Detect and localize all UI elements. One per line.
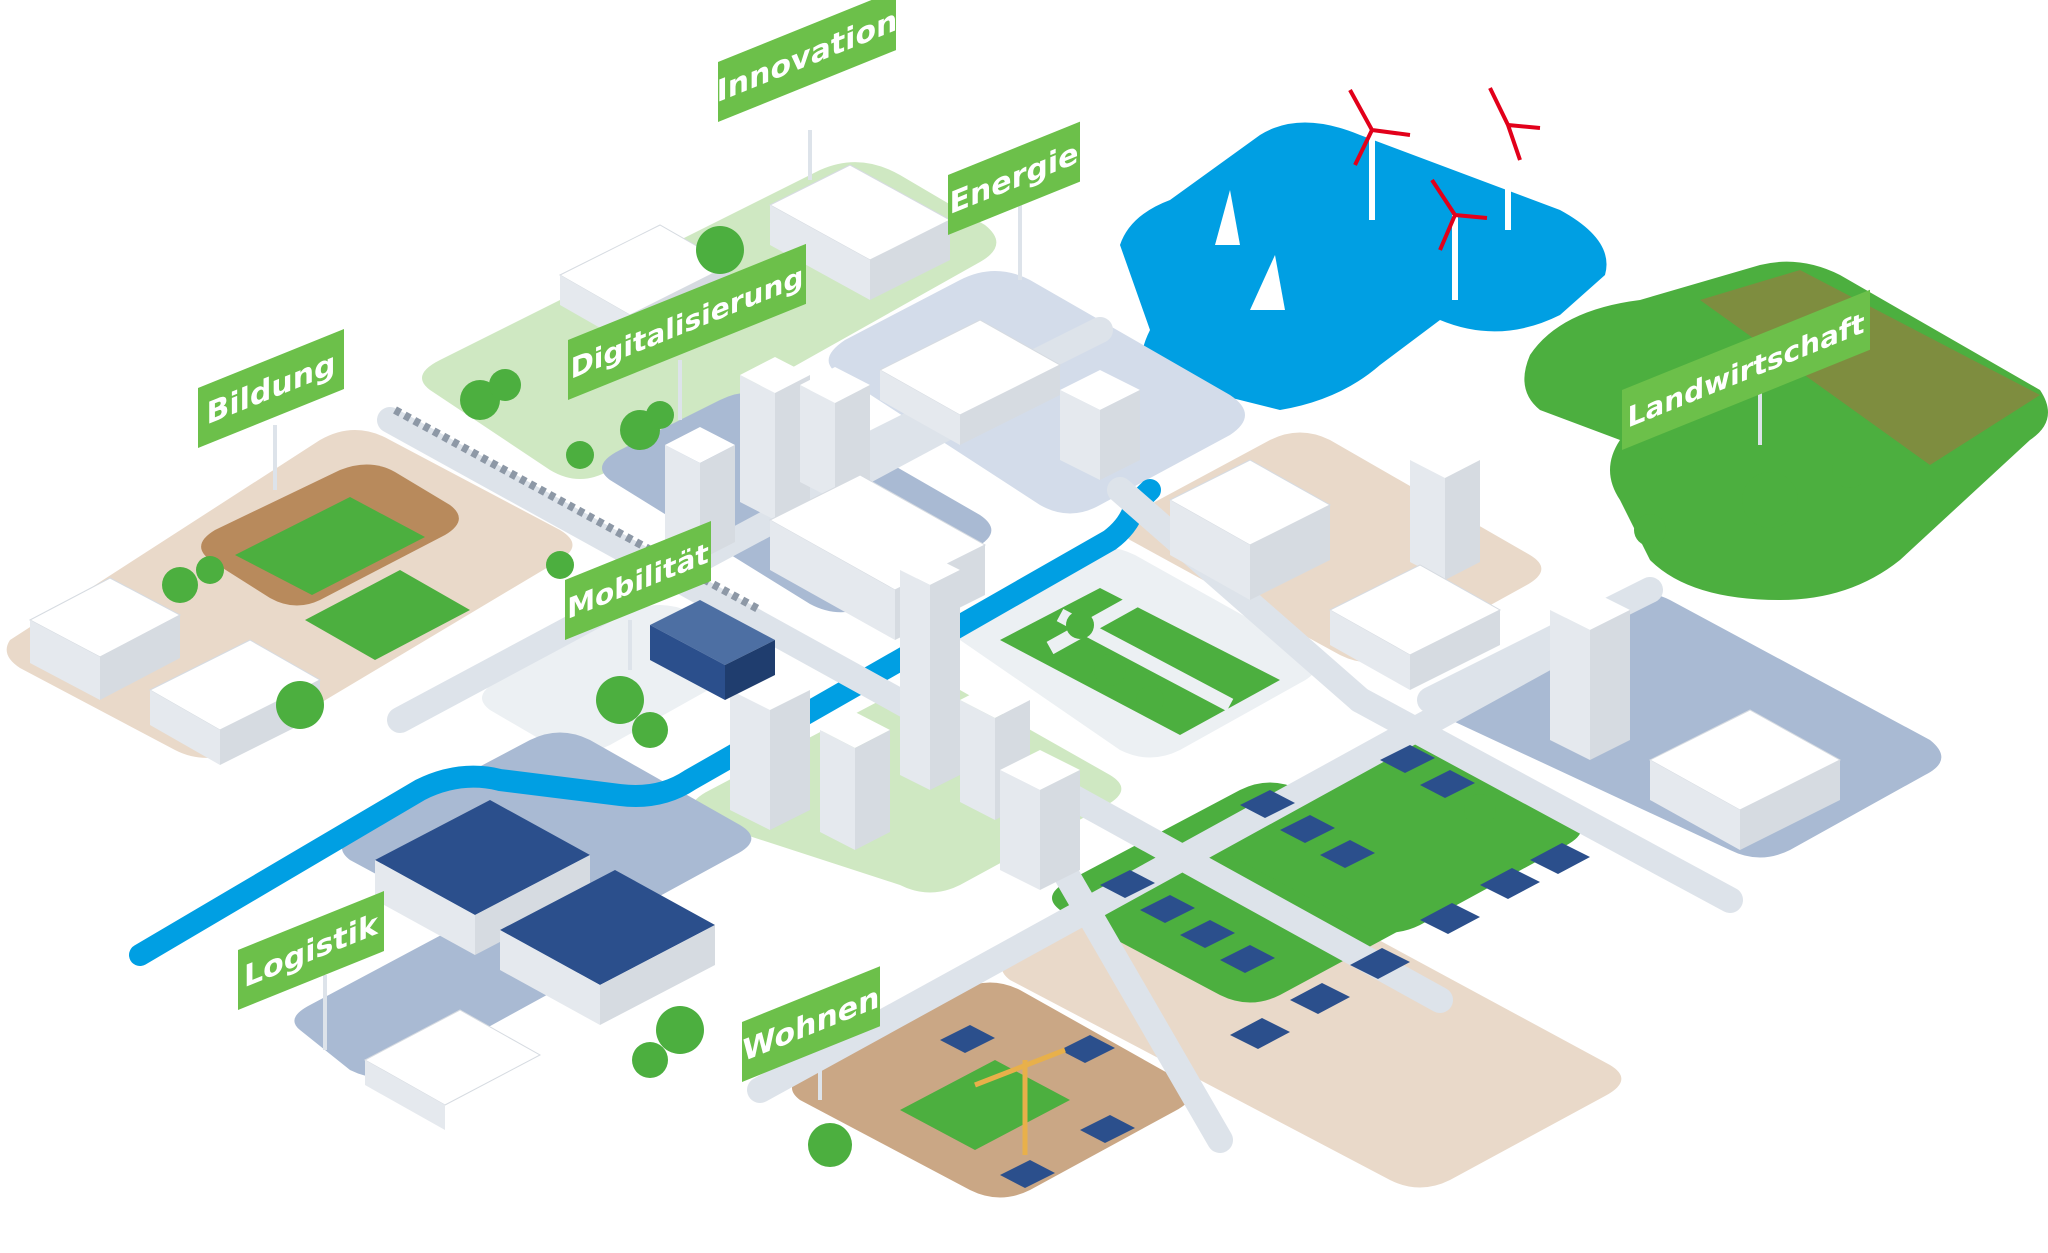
tower-1: [740, 357, 810, 520]
school-building: [28, 577, 182, 700]
apartment-block: [1328, 564, 1502, 690]
house-row: [940, 745, 1590, 1188]
buildings: [28, 164, 1842, 1188]
offshore-water: [1120, 122, 1607, 410]
apartment-block: [1168, 459, 1332, 600]
apartment-block: [1648, 709, 1842, 850]
warehouse-annex: [363, 1009, 542, 1130]
sailboats: [1215, 190, 1285, 310]
warehouse-solar: [500, 870, 715, 1025]
tower-2: [800, 367, 870, 500]
sign-bildung: Bildung: [198, 329, 344, 448]
sign-innovation: Innovation: [717, 0, 897, 122]
innovation-building: [768, 164, 952, 300]
apartment-tower: [1550, 590, 1630, 760]
canal: [129, 479, 1161, 966]
tower-4: [730, 670, 810, 830]
energy-building: [878, 319, 1062, 445]
agriculture-acre: [1700, 270, 2040, 465]
sports-pitch: [235, 497, 425, 595]
turbine-blades: [1348, 87, 1541, 251]
wind-turbines: [1369, 125, 1511, 300]
construction-crane: [974, 1047, 1066, 1155]
tower-7: [1000, 750, 1080, 890]
energy-tower: [1060, 370, 1140, 480]
tower-5: [820, 712, 890, 850]
apartment-tower: [1410, 442, 1480, 580]
lawn-education: [305, 570, 470, 660]
landmark-tower: [900, 555, 960, 790]
mobility-station: [650, 600, 775, 700]
trees: [162, 226, 1954, 1167]
sign-energie: Energie: [948, 121, 1080, 235]
